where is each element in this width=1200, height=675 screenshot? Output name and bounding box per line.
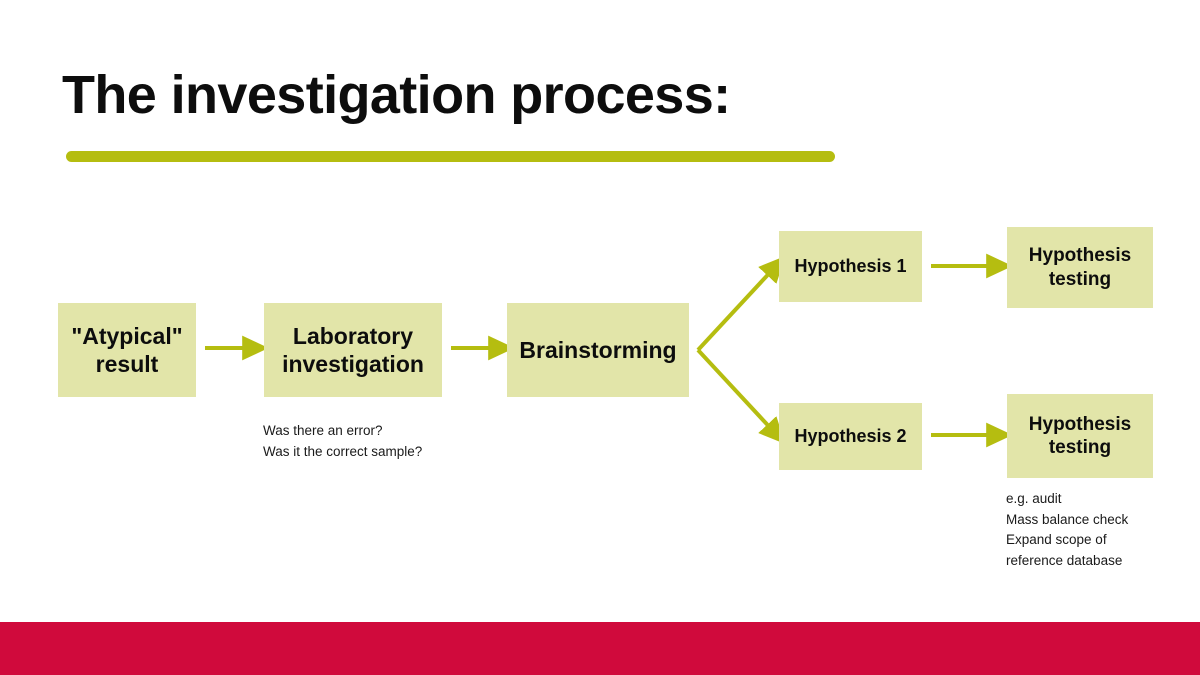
note-hypothesis-testing: e.g. audit Mass balance check Expand sco… xyxy=(1006,491,1129,568)
arrow-brainstorming-to-hypothesis1 xyxy=(696,256,786,352)
bottom-accent-bar xyxy=(0,622,1200,675)
note-laboratory-investigation: Was there an error? Was it the correct s… xyxy=(263,423,423,459)
arrow-brainstorming-to-hypothesis2 xyxy=(696,348,786,444)
flow-box-laboratory-investigation[interactable]: Laboratory investigation xyxy=(264,303,442,397)
flow-box-hypothesis-2[interactable]: Hypothesis 2 xyxy=(779,403,922,470)
flow-box-hypothesis-testing-2[interactable]: Hypothesis testing xyxy=(1007,394,1153,478)
flow-box-brainstorming[interactable]: Brainstorming xyxy=(507,303,689,397)
flow-box-hypothesis-1[interactable]: Hypothesis 1 xyxy=(779,231,922,302)
page-title: The investigation process: xyxy=(62,65,731,125)
flow-box-hypothesis-testing-1[interactable]: Hypothesis testing xyxy=(1007,227,1153,308)
flow-box-atypical-result[interactable]: "Atypical" result xyxy=(58,303,196,397)
title-underline-rule xyxy=(66,151,835,162)
